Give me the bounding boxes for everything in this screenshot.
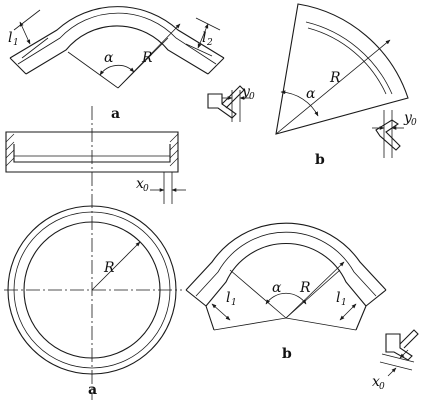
disk-plan-view: R a <box>4 205 182 398</box>
top-bend-profile <box>9 6 225 75</box>
sector-radius-label: R <box>329 70 341 86</box>
x0-label: x <box>136 176 144 192</box>
l1-subscript: 1 <box>13 38 19 48</box>
alpha-label: α <box>104 50 114 66</box>
bottom-bend-profile <box>185 222 387 331</box>
disk-radius-label: R <box>103 260 115 276</box>
top-bend-figure: l 1 l 2 α R a <box>8 6 225 122</box>
top-bend-dimension-l1 <box>13 9 49 59</box>
bottom-l2-label: l <box>336 290 340 306</box>
figure-caption-a-bottom: a <box>88 382 97 398</box>
y0-label-top: y <box>241 84 251 100</box>
radius-label: R <box>141 50 153 66</box>
bottom-bend-angle-lines <box>229 261 345 319</box>
figure-caption-b-bottom: b <box>282 346 292 362</box>
x0-subscript-bottom: 0 <box>379 382 385 392</box>
figure-caption-a-top: a <box>111 106 120 122</box>
top-bend-dimension-l2 <box>185 17 221 57</box>
y0-subscript-sector: 0 <box>411 118 417 128</box>
bottom-l1-label: l <box>226 290 230 306</box>
hatch-right <box>169 133 179 167</box>
x0-label-bottom: x <box>372 374 380 390</box>
section-detail-x0-bottom: x 0 <box>372 329 419 392</box>
hatch-left <box>5 133 15 167</box>
sector-figure: α R b <box>275 3 409 168</box>
bottom-bend-figure: l 1 l 1 α R b <box>185 222 387 362</box>
l2-label: l <box>202 30 206 46</box>
y0-subscript-top: 0 <box>249 92 255 102</box>
bottom-l2-subscript: 1 <box>341 298 347 308</box>
bottom-radius-label: R <box>299 280 311 296</box>
section-detail-y0-sector: y 0 <box>372 110 417 158</box>
sector-alpha-label: α <box>306 86 316 102</box>
bottom-l1-subscript: 1 <box>231 298 237 308</box>
x0-subscript: 0 <box>143 184 149 194</box>
top-bend-angle-lines <box>67 23 181 89</box>
disk-section-view: x 0 <box>5 106 186 400</box>
bottom-alpha-label: α <box>272 280 282 296</box>
section-detail-y0-top: y 0 <box>207 84 255 122</box>
figure-caption-b-top: b <box>315 152 325 168</box>
l1-label: l <box>8 30 12 46</box>
l2-subscript: 2 <box>206 38 213 48</box>
bottom-bend-dimension-l1-right <box>339 303 357 321</box>
y0-label-sector: y <box>403 110 413 126</box>
bottom-bend-dimension-l1-left <box>211 303 231 321</box>
